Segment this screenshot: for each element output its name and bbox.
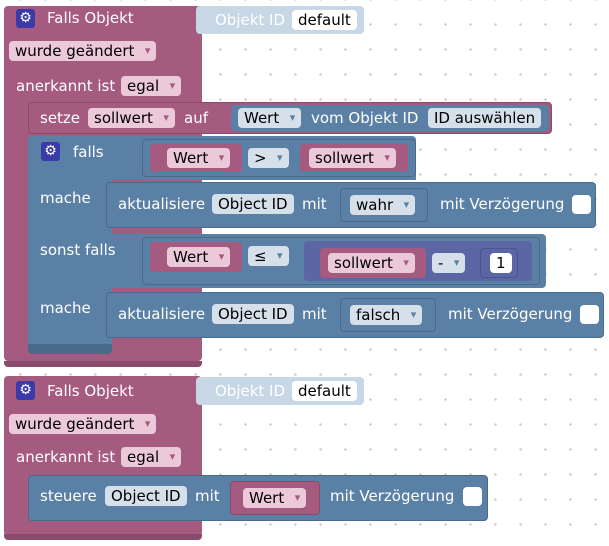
trigger-title: Falls Objekt bbox=[47, 382, 134, 400]
ack-label: anerkannt ist bbox=[16, 77, 116, 95]
true-dropdown[interactable]: wahr bbox=[350, 195, 416, 215]
update-label: aktualisiere bbox=[118, 195, 206, 213]
delay-label: mit Verzögerung bbox=[448, 305, 573, 323]
trigger-block-1-footer bbox=[4, 361, 202, 367]
object-id-label: Objekt ID bbox=[215, 11, 286, 29]
to-label: auf bbox=[184, 109, 208, 127]
delay-checkbox[interactable] bbox=[463, 487, 482, 506]
minus-dropdown[interactable]: - bbox=[432, 253, 466, 273]
ack-dropdown[interactable]: egal bbox=[121, 447, 182, 467]
if-label: falls bbox=[73, 143, 104, 161]
ack-label: anerkannt ist bbox=[16, 448, 116, 466]
delay-label: mit Verzögerung bbox=[330, 487, 455, 505]
object-id-field[interactable]: Object ID bbox=[105, 486, 187, 506]
set-variable-dropdown[interactable]: sollwert bbox=[88, 108, 175, 128]
sollwert-dropdown[interactable]: sollwert bbox=[309, 148, 396, 168]
trigger-title: Falls Objekt bbox=[47, 9, 134, 27]
control-label: steuere bbox=[40, 487, 97, 505]
gear-icon[interactable]: ⚙ bbox=[16, 381, 35, 400]
operator-dropdown[interactable]: ≤ bbox=[248, 246, 289, 266]
gear-icon[interactable]: ⚙ bbox=[41, 142, 60, 161]
object-id-field[interactable]: Object ID bbox=[212, 304, 294, 324]
select-id-field[interactable]: ID auswählen bbox=[428, 108, 542, 128]
if-block-footer bbox=[28, 344, 112, 354]
false-dropdown[interactable]: falsch bbox=[350, 305, 423, 325]
value-dropdown[interactable]: Wert bbox=[243, 488, 307, 508]
with-label: mit bbox=[195, 487, 220, 505]
update-label: aktualisiere bbox=[118, 305, 206, 323]
value-dropdown[interactable]: Wert bbox=[238, 108, 302, 128]
delay-checkbox[interactable] bbox=[572, 195, 591, 214]
object-id-field[interactable]: default bbox=[292, 381, 357, 401]
do-label: mache bbox=[40, 189, 91, 207]
object-id-field[interactable]: default bbox=[292, 10, 357, 30]
set-label: setze bbox=[40, 109, 81, 127]
delay-label: mit Verzögerung bbox=[440, 195, 565, 213]
sollwert-dropdown[interactable]: sollwert bbox=[328, 253, 415, 273]
value-dropdown[interactable]: Wert bbox=[167, 247, 231, 267]
number-field[interactable]: 1 bbox=[490, 253, 512, 273]
from-object-label: vom Objekt ID bbox=[311, 109, 419, 127]
change-dropdown[interactable]: wurde geändert bbox=[9, 414, 157, 434]
with-label: mit bbox=[302, 195, 327, 213]
trigger-block-2-footer bbox=[4, 534, 202, 540]
elseif-label: sonst falls bbox=[40, 241, 116, 259]
do-label-2: mache bbox=[40, 299, 91, 317]
gear-icon[interactable]: ⚙ bbox=[16, 9, 35, 28]
value-dropdown[interactable]: Wert bbox=[167, 148, 231, 168]
delay-checkbox[interactable] bbox=[580, 305, 599, 324]
object-id-label: Objekt ID bbox=[215, 382, 286, 400]
operator-dropdown[interactable]: > bbox=[248, 148, 289, 168]
object-id-field[interactable]: Object ID bbox=[212, 194, 294, 214]
with-label: mit bbox=[302, 305, 327, 323]
change-dropdown[interactable]: wurde geändert bbox=[9, 41, 157, 61]
ack-dropdown[interactable]: egal bbox=[121, 76, 182, 96]
